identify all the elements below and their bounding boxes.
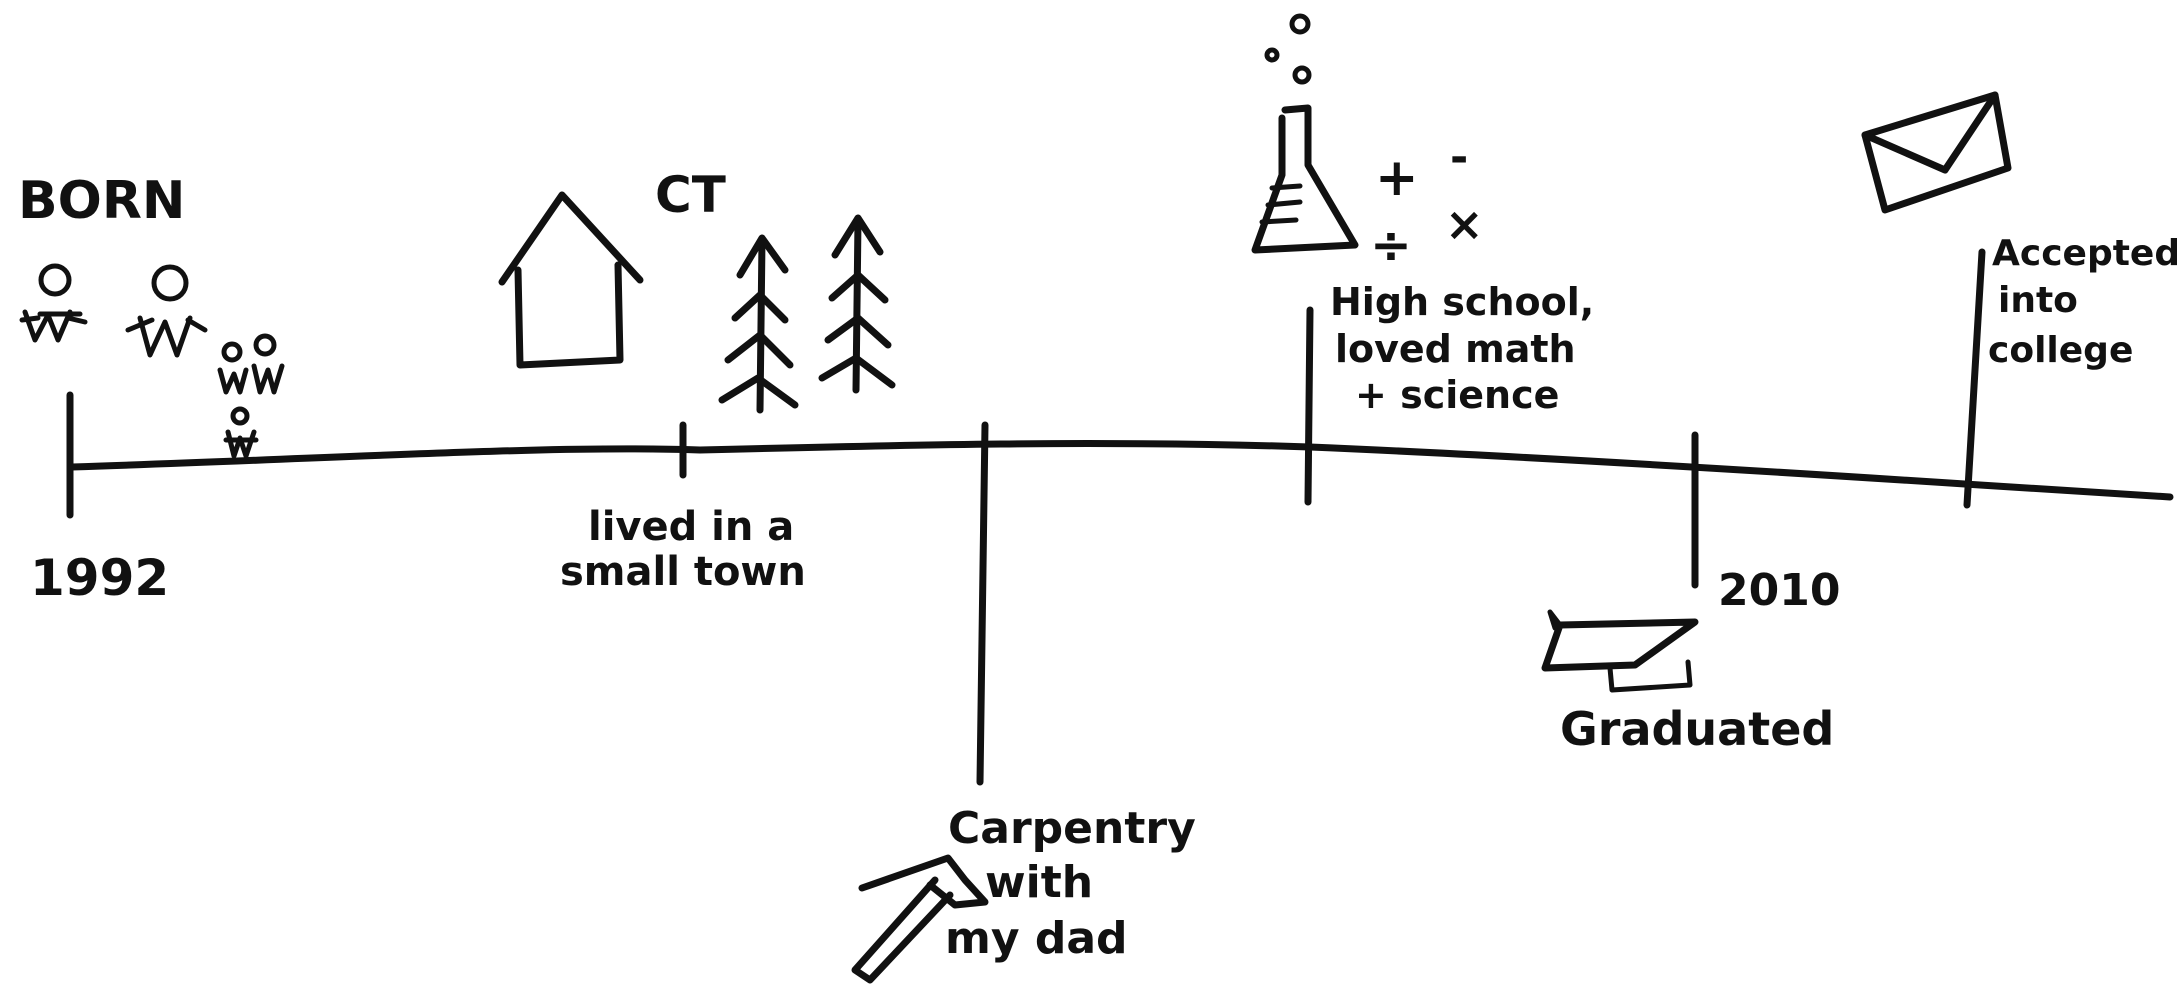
- label-college-2: into: [1998, 280, 2078, 321]
- label-small-town-2: small town: [560, 549, 806, 595]
- hammer-icon: [851, 854, 989, 984]
- label-2010: 2010: [1718, 565, 1840, 616]
- label-carpentry-2: with: [985, 857, 1093, 908]
- label-carpentry-3: my dad: [945, 913, 1128, 964]
- tick-carpentry: [976, 421, 989, 786]
- label-small-town-1: lived in a: [588, 504, 794, 550]
- math-minus: -: [1450, 132, 1468, 183]
- tick-college: [1963, 248, 1986, 509]
- label-born: BORN: [18, 171, 185, 231]
- label-college-1: Accepted: [1992, 233, 2177, 274]
- label-high-school-2: loved math: [1335, 327, 1576, 371]
- label-graduated: Graduated: [1560, 702, 1834, 756]
- math-symbols-icon: + - ÷ ×: [1370, 132, 1484, 274]
- label-carpentry-1: Carpentry: [948, 803, 1196, 854]
- math-divide: ÷: [1370, 216, 1412, 274]
- label-high-school-3: + science: [1355, 373, 1559, 417]
- math-times: ×: [1445, 197, 1484, 251]
- label-1992: 1992: [30, 549, 169, 607]
- label-ct: CT: [655, 166, 726, 224]
- envelope-icon: [1861, 91, 2012, 214]
- flask-icon: [1251, 13, 1359, 254]
- label-high-school-1: High school,: [1330, 280, 1594, 324]
- graduation-cap-icon: [1541, 609, 1699, 693]
- tick-high-school: [1304, 306, 1314, 506]
- pine-trees-icon: [718, 214, 896, 414]
- math-plus: +: [1375, 148, 1419, 208]
- family-icon: [19, 263, 285, 459]
- house-icon: [498, 191, 644, 369]
- timeline-axis: [68, 440, 2174, 501]
- label-college-3: college: [1988, 330, 2133, 371]
